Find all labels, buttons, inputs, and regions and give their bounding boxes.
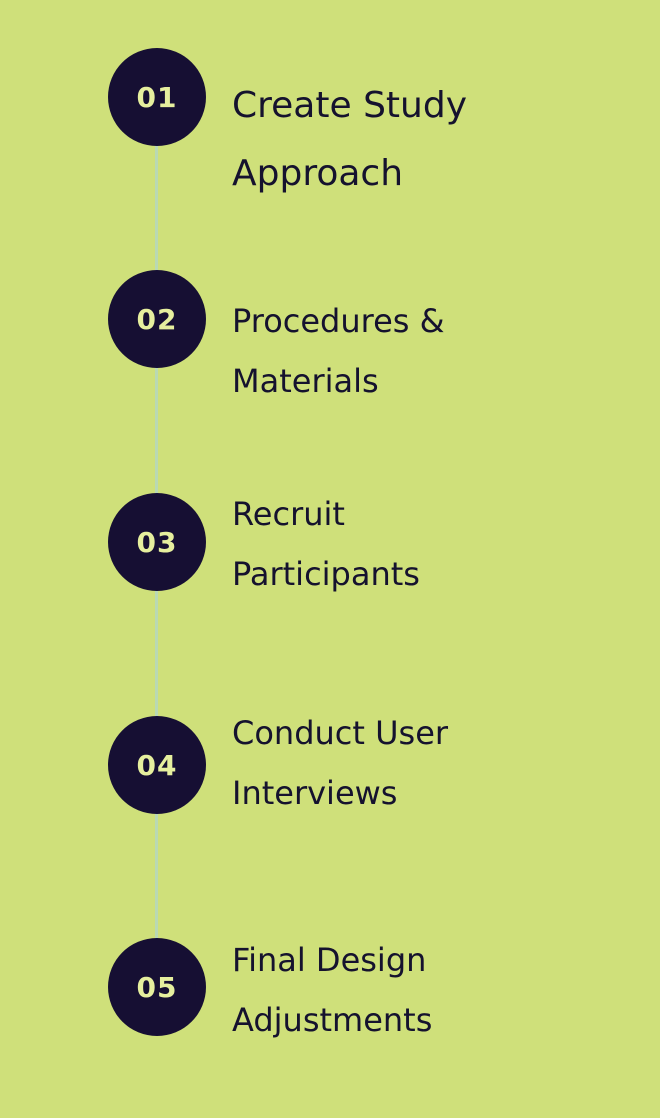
timeline-connector bbox=[155, 808, 158, 944]
step-badge-02: 02 bbox=[108, 270, 206, 368]
step-label-01: Create Study Approach bbox=[232, 72, 532, 208]
step-label-04: Conduct User Interviews bbox=[232, 703, 532, 823]
step-label-line: Participants bbox=[232, 555, 420, 593]
step-label-line: Approach bbox=[232, 153, 404, 194]
step-badge-01: 01 bbox=[108, 48, 206, 146]
step-label-line: Create Study bbox=[232, 85, 468, 126]
step-badge-05: 05 bbox=[108, 938, 206, 1036]
step-badge-04: 04 bbox=[108, 716, 206, 814]
step-number: 03 bbox=[136, 525, 178, 559]
step-label-line: Conduct User bbox=[232, 714, 449, 752]
step-label-line: Adjustments bbox=[232, 1001, 433, 1039]
step-label-02: Procedures & Materials bbox=[232, 291, 532, 411]
step-number: 04 bbox=[136, 748, 178, 782]
step-label-line: Materials bbox=[232, 362, 379, 400]
timeline-connector bbox=[155, 140, 158, 276]
step-label-line: Interviews bbox=[232, 774, 398, 812]
step-label-line: Recruit bbox=[232, 495, 345, 533]
step-label-line: Final Design bbox=[232, 941, 427, 979]
step-badge-03: 03 bbox=[108, 493, 206, 591]
step-number: 01 bbox=[136, 80, 178, 114]
step-label-03: Recruit Participants bbox=[232, 484, 532, 604]
step-number: 02 bbox=[136, 302, 178, 336]
step-number: 05 bbox=[136, 970, 178, 1004]
step-label-05: Final Design Adjustments bbox=[232, 930, 532, 1050]
timeline-connector bbox=[155, 362, 158, 498]
step-label-line: Procedures & bbox=[232, 302, 445, 340]
timeline-connector bbox=[155, 585, 158, 721]
